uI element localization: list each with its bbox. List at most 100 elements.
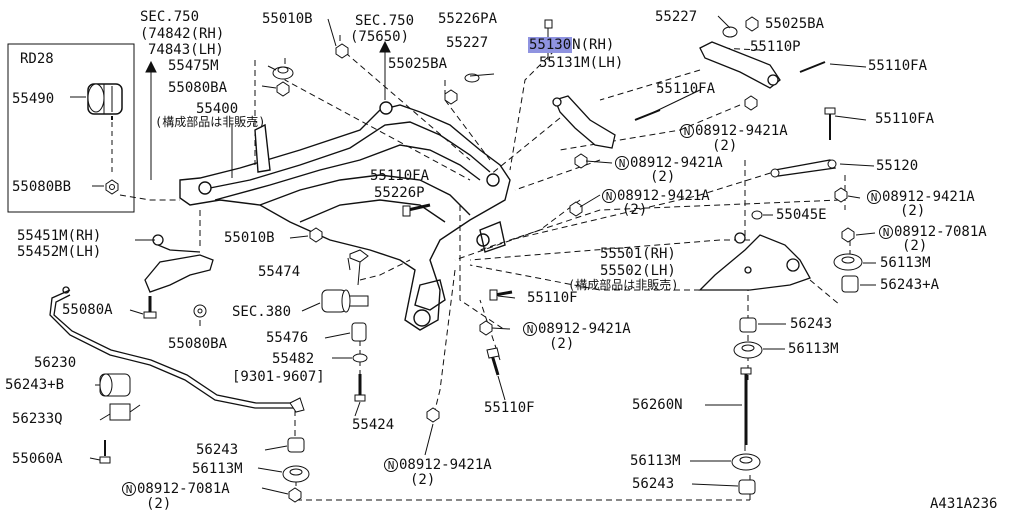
part-55110fa-4-label: 55110FA [370,168,430,184]
nut-08912-4-qty: (2) [622,202,648,218]
part-55120-label: 55120 [876,158,919,174]
part-55080ba-top-label: 55080BA [168,80,228,96]
part-55131m-label: 55131M(LH) [539,55,624,71]
part-55452m-label: 55452M(LH) [17,244,102,260]
sec750-center-l1: SEC.750 [355,13,415,29]
sec750-left-l2: (74842(RH) [140,26,225,42]
part-56113m-r1-label: 56113M [880,255,931,271]
arm-55130n [552,95,616,149]
part-56243-r3-label: 56243 [632,476,675,492]
n-circle-icon: N [867,190,881,204]
sec750-center-l2: (75650) [350,29,410,45]
part-55490-label: 55490 [12,91,55,107]
part-55482-date-label: [9301-9607] [232,369,325,385]
part-55130n-label: 55130N(RH) [528,37,615,53]
part-55080ba-mid-label: 55080BA [168,336,228,352]
nut-08912-3-text: 08912-9421A [882,189,975,205]
n-circle-icon: N [879,225,893,239]
nut-08912-1-qty: (2) [712,138,738,154]
part-55501-label: 55501(RH) [600,246,676,262]
part-56243b-label: 56243+B [5,377,65,393]
part-55080a-label: 55080A [62,302,113,318]
n-circle-icon: N [602,189,616,203]
n-circle-icon: N [680,124,694,138]
sec380-label: SEC.380 [232,304,292,320]
part-56260n-label: 56260N [632,397,683,413]
part-55130-highlight: 55130 [528,37,573,53]
rear-subframe-55400 [179,101,511,331]
part-55226pa-label: 55226PA [438,11,498,27]
nut-08912-4-text: 08912-9421A [617,188,710,204]
nut-08912-6-qty: (2) [410,472,436,488]
part-55110f-1-label: 55110F [527,290,578,306]
nut-08912-2-qty: (2) [650,169,676,185]
part-56243a-label: 56243+A [880,277,940,293]
part-55130-suffix: N(RH) [572,37,615,53]
rd28-box [7,43,135,213]
nut-08912-3-qty: (2) [900,203,926,219]
nut-08912-7081-r-qty: (2) [902,238,928,254]
part-55110fa-1-label: 55110FA [868,58,928,74]
lower-link-55451m [144,234,214,293]
lower-arm-55501 [698,232,811,291]
part-56113m-r3-label: 56113M [630,453,681,469]
part-56243-b-label: 56243 [196,442,239,458]
bushing-55490-icon [87,83,123,115]
nut-55080bb-icon [105,179,119,195]
part-55226p-label: 55226P [374,185,425,201]
box-title: RD28 [20,51,54,67]
part-55502-label: 55502(LH) [600,263,676,279]
diagram-reference-code: A431A236 [930,496,998,512]
nut-08912-5-qty: (2) [549,336,575,352]
part-55110f-2-label: 55110F [484,400,535,416]
part-55080bb-label: 55080BB [12,179,72,195]
note-not-sold-2: (構成部品は非販売) [568,278,679,292]
note-not-sold-1: (構成部品は非販売) [155,115,266,129]
part-55025ba-b-label: 55025BA [388,56,448,72]
nut-08912-1-text: 08912-9421A [695,123,788,139]
part-55110fa-2-label: 55110FA [656,81,716,97]
n-circle-icon: N [615,156,629,170]
part-55424-label: 55424 [352,417,395,433]
sec750-left-l1: SEC.750 [140,9,200,25]
part-55474-label: 55474 [258,264,301,280]
nut-08912-7081-b-text: 08912-7081A [137,481,230,497]
part-55227-a-label: 55227 [655,9,698,25]
nut-08912-2-text: 08912-9421A [630,155,723,171]
part-55010b-mid-label: 55010B [224,230,275,246]
part-55400-label: 55400 [196,101,239,117]
nut-08912-5-text: 08912-9421A [538,321,631,337]
part-55227-b-label: 55227 [446,35,489,51]
nut-08912-6-text: 08912-9421A [399,457,492,473]
part-55025ba-a-label: 55025BA [765,16,825,32]
part-55060a-label: 55060A [12,451,63,467]
part-55010b-top-label: 55010B [262,11,313,27]
part-55451m-label: 55451M(RH) [17,228,102,244]
part-55110p-label: 55110P [750,39,801,55]
upper-arm-55110p [699,41,781,89]
part-56243-r-label: 56243 [790,316,833,332]
part-55482-label: 55482 [272,351,315,367]
part-56113m-r2-label: 56113M [788,341,839,357]
part-56233q-label: 56233Q [12,411,63,427]
n-circle-icon: N [523,322,537,336]
bushing-56243b-icon [99,373,131,397]
n-circle-icon: N [122,482,136,496]
part-55045e-label: 55045E [776,207,827,223]
n-circle-icon: N [384,458,398,472]
nut-08912-7081-r-text: 08912-7081A [894,224,987,240]
part-55475m-label: 55475M [168,58,219,74]
part-55110fa-3-label: 55110FA [875,111,935,127]
sec750-left-l3: 74843(LH) [148,42,224,58]
stabilizer-bar-56230 [49,286,295,409]
